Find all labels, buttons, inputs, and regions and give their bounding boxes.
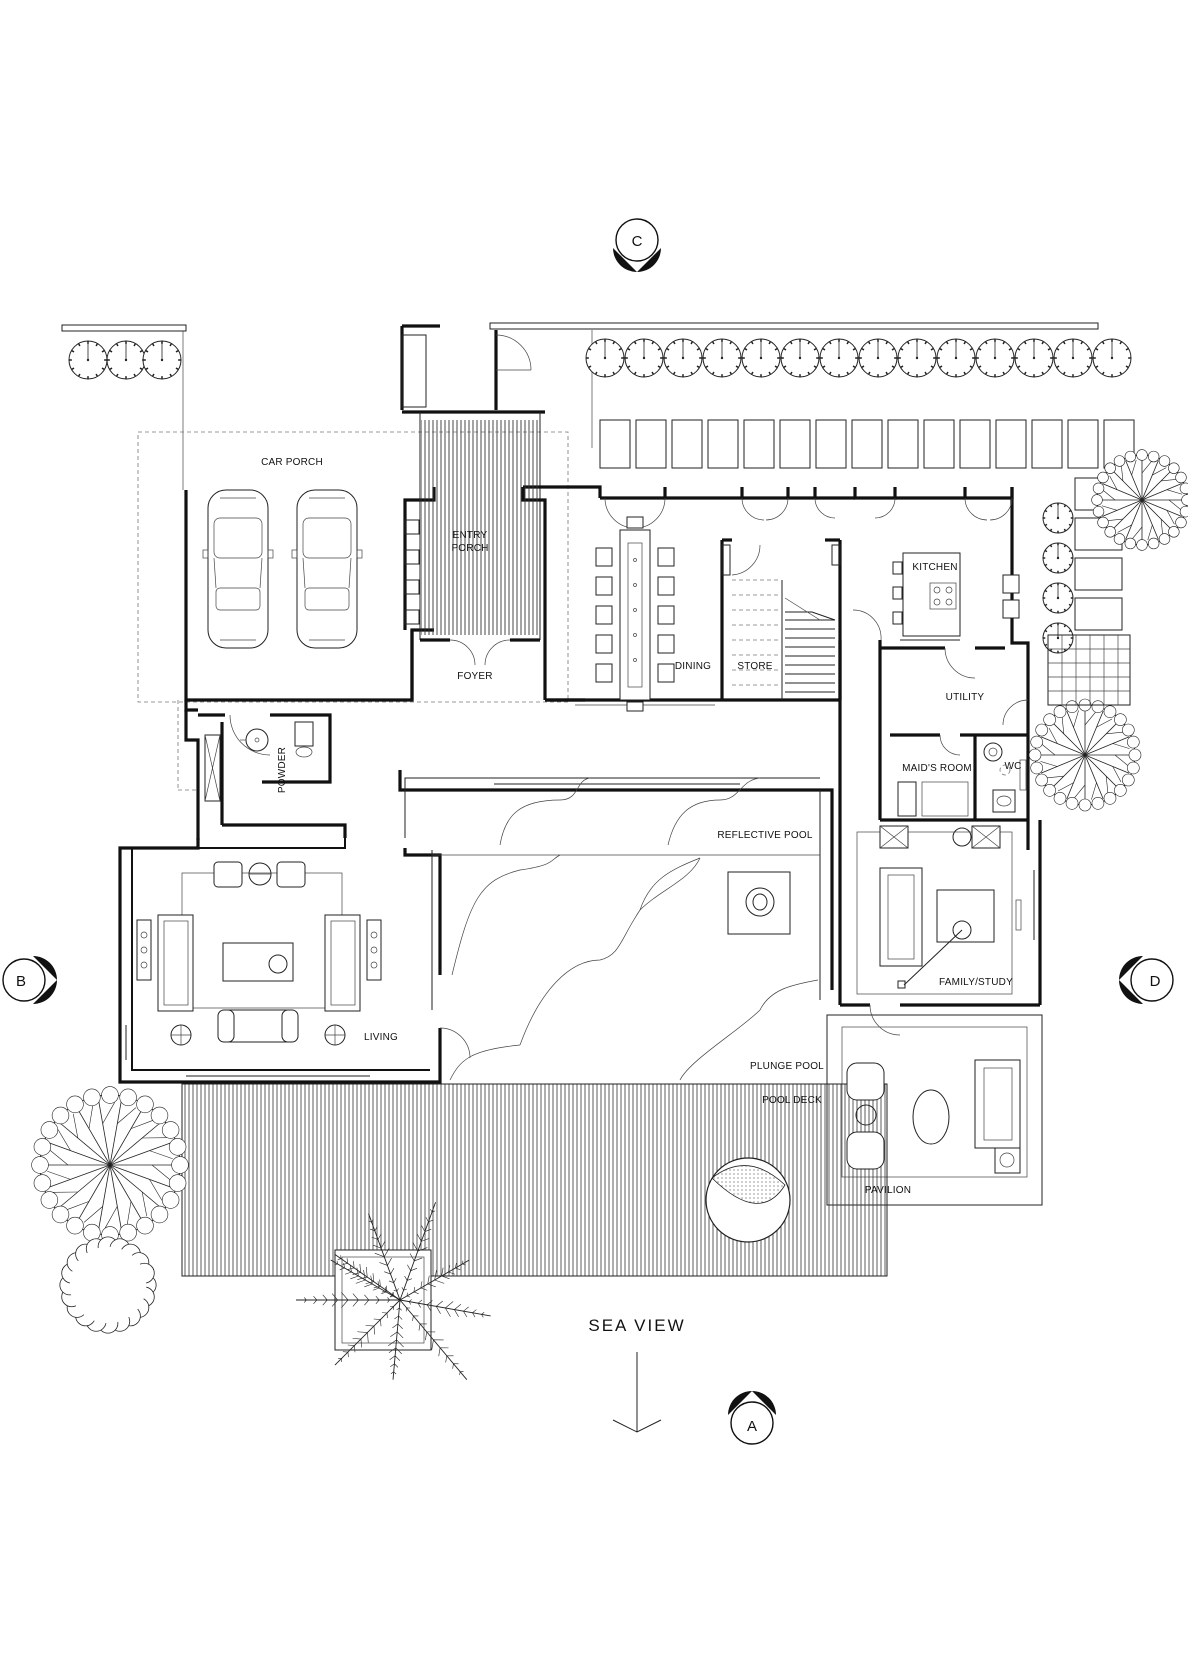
marker-label-d: D	[1150, 973, 1161, 990]
section-marker-bottom: A	[728, 1391, 776, 1445]
powder-fixtures	[204, 721, 314, 802]
marker-label-b: B	[16, 973, 26, 990]
shrub-icon	[819, 338, 859, 378]
pool-waves	[449, 777, 819, 1081]
staircase	[721, 544, 841, 700]
trees	[31, 449, 1188, 1380]
section-marker-right: D	[1119, 956, 1174, 1004]
doors	[229, 497, 1029, 1059]
maids-room-fixtures	[897, 742, 1027, 817]
shrub-icon	[936, 338, 976, 378]
label-sea-view: SEA VIEW	[588, 1316, 685, 1335]
dining-table	[595, 516, 675, 712]
label-entry-porch-2: PORCH	[451, 543, 488, 554]
shrub-icon	[1042, 502, 1074, 534]
label-family-study: FAMILY/STUDY	[939, 977, 1013, 988]
label-maids-room: MAID'S ROOM	[902, 763, 972, 774]
label-dining: DINING	[675, 661, 711, 672]
shrub-icon	[68, 340, 108, 380]
section-marker-left: B	[2, 956, 57, 1004]
car-right	[291, 489, 363, 649]
label-foyer: FOYER	[457, 671, 492, 682]
entry-porch-floor	[421, 420, 539, 635]
windows	[125, 639, 1035, 1077]
label-plunge-pool: PLUNGE POOL	[750, 1061, 824, 1072]
shrub-icon	[1014, 338, 1054, 378]
living-furniture	[136, 861, 382, 1046]
walls	[118, 412, 1043, 1206]
tree-icon	[1091, 449, 1188, 551]
shrub-icon	[1053, 338, 1093, 378]
shrub-icon	[975, 338, 1015, 378]
shrub-icon	[741, 338, 781, 378]
marker-label-a: A	[747, 1418, 757, 1435]
label-powder: POWDER	[277, 747, 288, 793]
label-pavilion: PAVILION	[865, 1185, 911, 1196]
kitchen-island	[892, 552, 1020, 637]
label-utility: UTILITY	[946, 692, 985, 703]
label-entry-porch-1: ENTRY	[453, 530, 488, 541]
shrub-icon	[106, 340, 146, 380]
label-pool-deck: POOL DECK	[762, 1095, 822, 1106]
family-study-furniture	[856, 825, 1022, 995]
shrub-icon	[1042, 622, 1074, 654]
shrub-icon	[858, 338, 898, 378]
tree-icon	[31, 1086, 189, 1244]
label-wc: WC	[1004, 761, 1021, 772]
label-reflective-pool: REFLECTIVE POOL	[717, 830, 812, 841]
car-left	[202, 489, 274, 649]
shrub-icon	[142, 340, 182, 380]
label-store: STORE	[737, 661, 772, 672]
shrub-icon	[1092, 338, 1132, 378]
section-marker-top: C	[613, 218, 661, 272]
shrub-icon	[897, 338, 937, 378]
tree-icon	[1028, 698, 1142, 812]
shrub-icon	[624, 338, 664, 378]
label-living: LIVING	[364, 1032, 398, 1043]
sea-view-arrow	[612, 1352, 662, 1433]
shrub-icon	[702, 338, 742, 378]
hedge-row	[68, 338, 1132, 654]
palm-tree-icon	[296, 1202, 491, 1380]
shrub-icon	[780, 338, 820, 378]
shrub-icon	[1042, 582, 1074, 614]
shrub-outline-icon	[59, 1236, 157, 1334]
marker-label-c: C	[632, 233, 643, 250]
label-kitchen: KITCHEN	[912, 562, 957, 573]
paving-grid	[1047, 634, 1131, 706]
room-labels: CAR PORCH ENTRY PORCH FOYER DINING STORE…	[261, 457, 1021, 1335]
round-pool	[705, 1157, 791, 1243]
shrub-icon	[585, 338, 625, 378]
label-car-porch: CAR PORCH	[261, 457, 323, 468]
shrub-icon	[1042, 542, 1074, 574]
shrub-icon	[663, 338, 703, 378]
pavilion-furniture	[846, 1059, 1021, 1174]
